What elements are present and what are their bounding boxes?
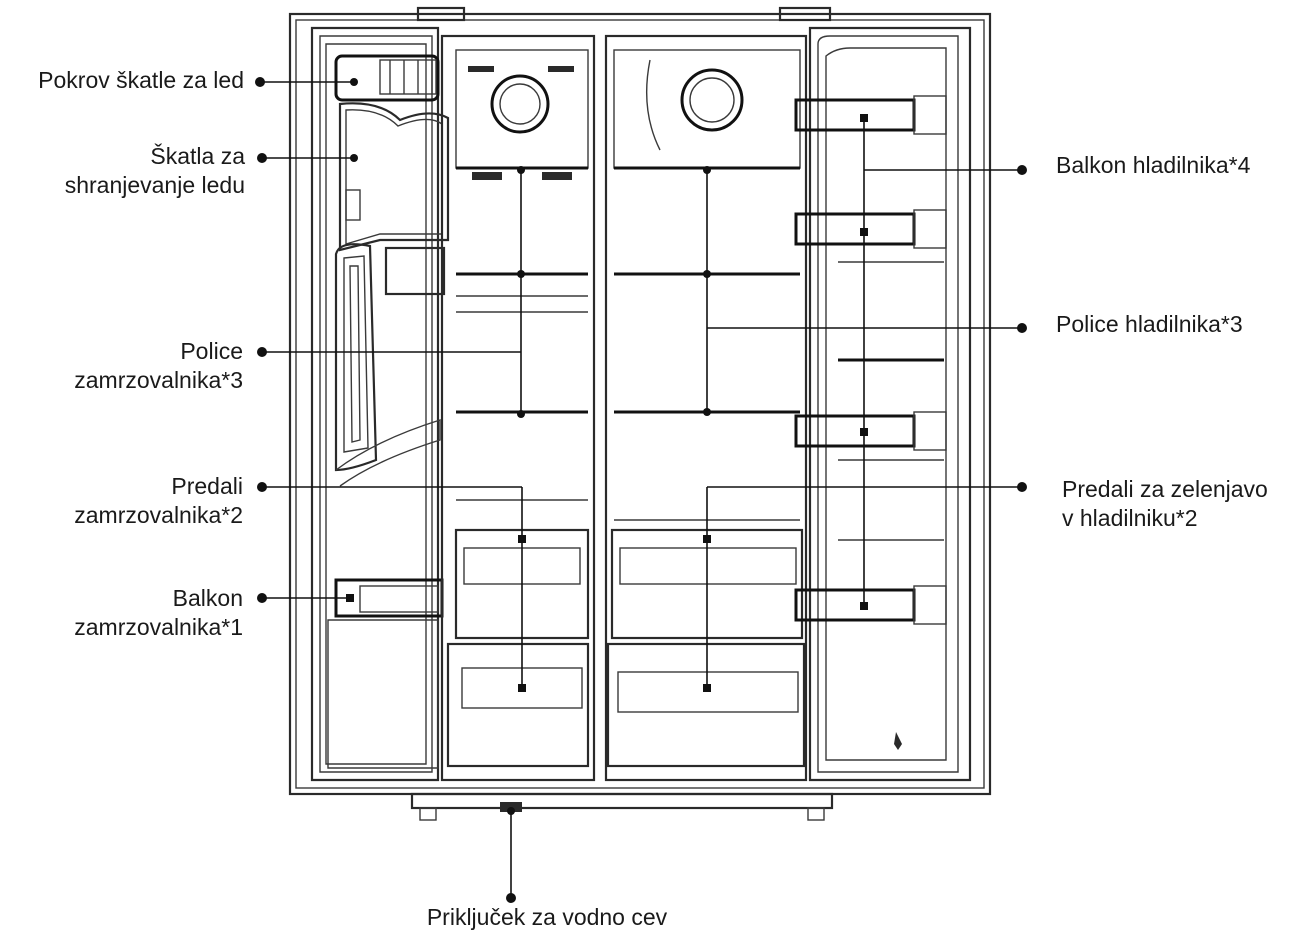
label-ice-storage-box-line1: Škatla za <box>65 142 245 171</box>
label-freezer-shelves: Police zamrzovalnika*3 <box>74 337 243 395</box>
label-fridge-shelves: Police hladilnika*3 <box>1056 310 1243 339</box>
label-crisper-drawers: Predali za zelenjavo v hladilniku*2 <box>1062 475 1268 533</box>
label-freezer-drawers-line2: zamrzovalnika*2 <box>74 501 243 530</box>
freezer-compartment <box>442 36 594 780</box>
label-ice-storage-box-line2: shranjevanje ledu <box>65 171 245 200</box>
label-ice-storage-box: Škatla za shranjevanje ledu <box>65 142 245 200</box>
freezer-door <box>312 28 448 780</box>
label-freezer-drawers-line1: Predali <box>74 472 243 501</box>
fridge-door <box>796 28 970 780</box>
label-freezer-balcony-line2: zamrzovalnika*1 <box>74 613 243 642</box>
label-freezer-shelves-line1: Police <box>74 337 243 366</box>
label-freezer-drawers: Predali zamrzovalnika*2 <box>74 472 243 530</box>
label-freezer-balcony: Balkon zamrzovalnika*1 <box>74 584 243 642</box>
label-fridge-balcony: Balkon hladilnika*4 <box>1056 151 1250 180</box>
label-freezer-shelves-line2: zamrzovalnika*3 <box>74 366 243 395</box>
label-crisper-drawers-line1: Predali za zelenjavo <box>1062 475 1268 504</box>
fridge-compartment <box>606 36 806 780</box>
label-ice-box-cover: Pokrov škatle za led <box>38 66 244 95</box>
label-water-connector: Priključek za vodno cev <box>402 903 692 932</box>
label-freezer-balcony-line1: Balkon <box>74 584 243 613</box>
label-crisper-drawers-line2: v hladilniku*2 <box>1062 504 1268 533</box>
